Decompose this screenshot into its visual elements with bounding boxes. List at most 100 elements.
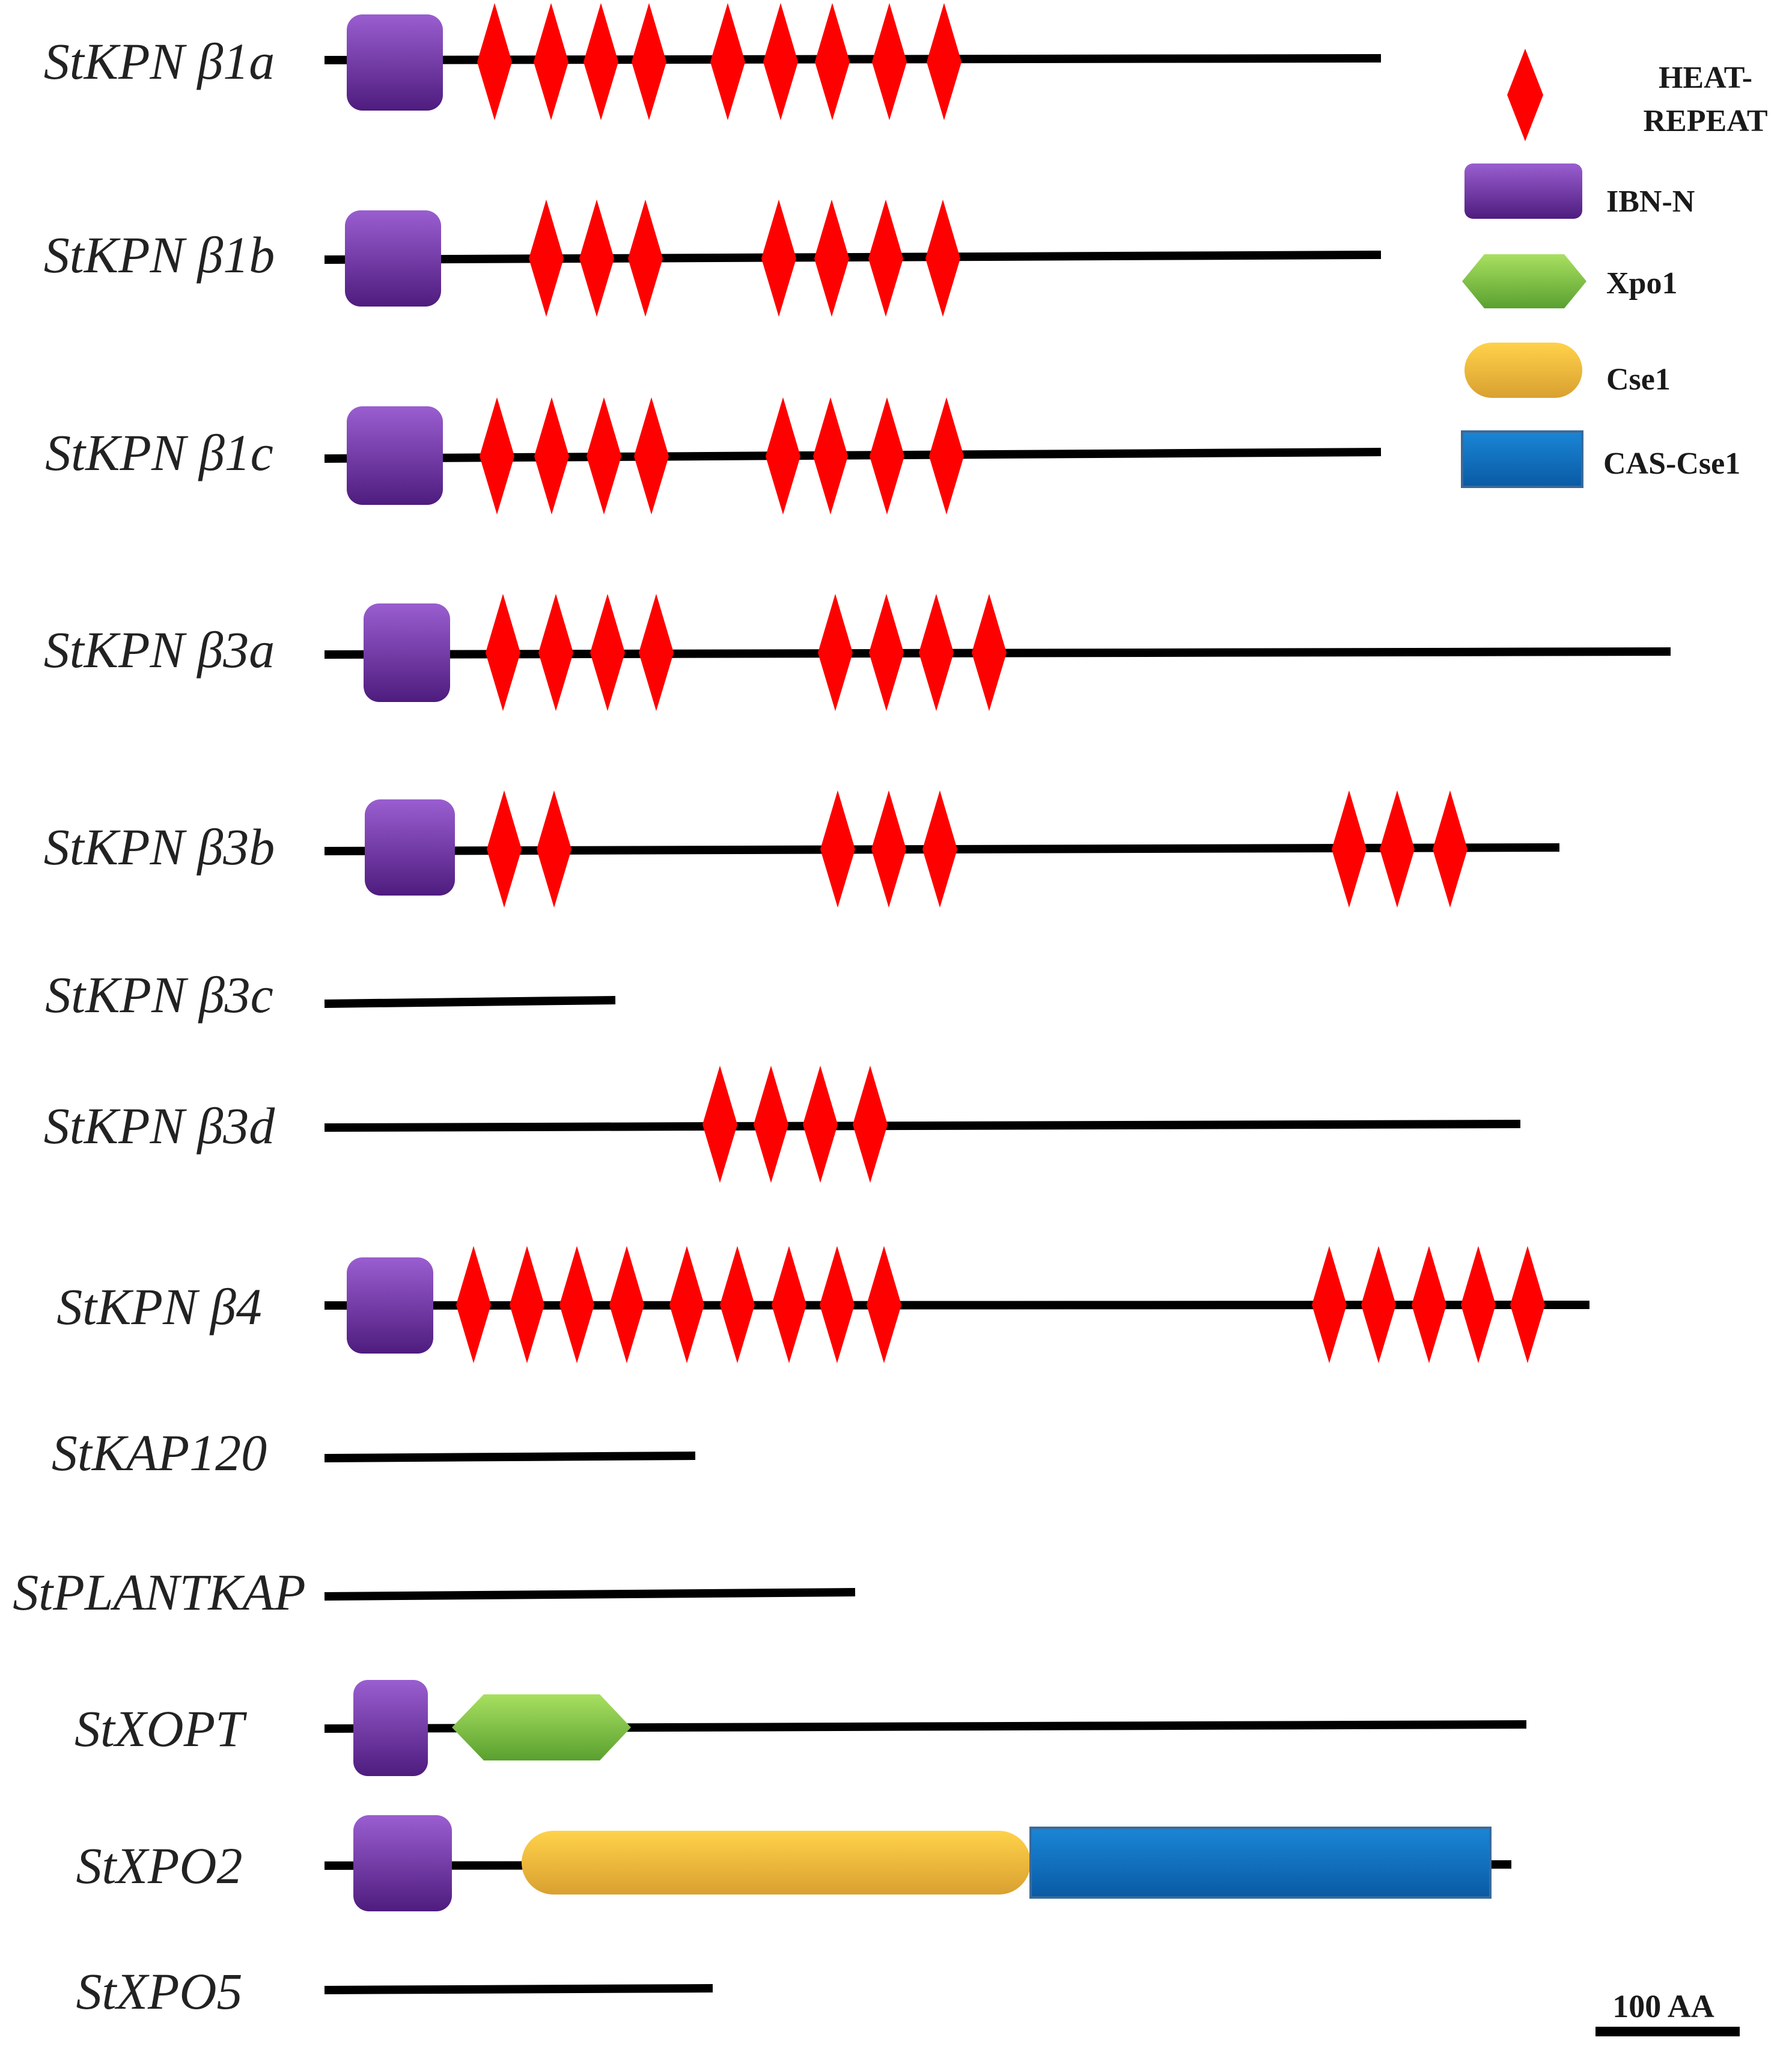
- legend-heat-repeat-line2: REPEAT: [1643, 104, 1767, 138]
- heat-repeat-diamond: [456, 1246, 491, 1363]
- heat-repeat-diamond: [868, 200, 903, 317]
- protein-name-stxpo5: StXPO5: [76, 1962, 242, 2020]
- heat-repeat-diamond: [487, 790, 522, 908]
- protein-name-stkpnb1c: StKPN β1c: [45, 424, 273, 481]
- legend-cse1-label: Cse1: [1606, 362, 1671, 397]
- ibn-n-domain: [347, 1257, 433, 1354]
- protein-name-stkpnb4: StKPN β4: [56, 1278, 261, 1336]
- scale-bar-label: 100 AA: [1612, 1988, 1714, 2024]
- heat-repeat-group: [456, 3, 1545, 1363]
- heat-repeat-diamond: [919, 594, 954, 711]
- heat-repeat-diamond: [628, 200, 663, 317]
- heat-repeat-diamond: [534, 397, 569, 514]
- heat-repeat-diamond: [632, 3, 666, 120]
- heat-repeat-diamond: [929, 397, 964, 514]
- heat-repeat-diamond: [1380, 790, 1415, 908]
- ibn-n-domain: [365, 799, 455, 896]
- protein-name-stkpnb3d: StKPN β3d: [44, 1097, 275, 1155]
- heat-repeat-diamond: [584, 3, 618, 120]
- legend-xpo1-swatch: [1462, 254, 1586, 308]
- heat-repeat-diamond: [1461, 1246, 1496, 1363]
- heat-repeat-diamond: [590, 594, 625, 711]
- heat-repeat-diamond: [710, 3, 745, 120]
- heat-repeat-diamond: [872, 3, 907, 120]
- legend: HEAT- REPEAT IBN-N Xpo1 Cse1 CAS-Cse1: [1461, 49, 1768, 488]
- ibn-n-domain: [353, 1815, 452, 1911]
- backbone-stkpnb1b: [324, 251, 1382, 264]
- heat-repeat-diamond: [972, 594, 1007, 711]
- heat-repeat-diamond: [815, 3, 850, 120]
- heat-repeat-diamond: [609, 1246, 644, 1363]
- heat-repeat-diamond: [510, 1246, 544, 1363]
- heat-repeat-diamond: [754, 1066, 788, 1183]
- heat-repeat-diamond: [818, 594, 853, 711]
- heat-repeat-diamond: [763, 3, 798, 120]
- heat-repeat-diamond: [559, 1246, 594, 1363]
- heat-repeat-diamond: [1312, 1246, 1347, 1363]
- protein-name-stkpnb3b: StKPN β3b: [44, 818, 275, 876]
- heat-repeat-diamond: [766, 397, 800, 514]
- heat-repeat-diamond: [813, 397, 848, 514]
- protein-name-stkpnb1b: StKPN β1b: [44, 226, 275, 284]
- heat-repeat-diamond: [870, 397, 904, 514]
- heat-repeat-diamond: [925, 200, 960, 317]
- backbone-stkap120: [324, 1452, 696, 1462]
- heat-repeat-diamond: [480, 397, 514, 514]
- heat-repeat-diamond: [477, 3, 512, 120]
- protein-name-stkpnb1a: StKPN β1a: [44, 32, 275, 90]
- ibn-n-domain: [345, 210, 441, 307]
- backbone-stplantkap: [324, 1588, 856, 1601]
- protein-name-stxpo2: StXPO2: [76, 1837, 242, 1895]
- backbone-stkpnb3c: [324, 996, 616, 1008]
- heat-repeat-diamond: [1361, 1246, 1396, 1363]
- heat-repeat-diamond: [761, 200, 796, 317]
- scale-bar: 100 AA: [1595, 1988, 1740, 2036]
- heat-repeat-diamond: [538, 594, 573, 711]
- heat-repeat-diamond: [853, 1066, 888, 1183]
- heat-repeat-diamond: [820, 1246, 855, 1363]
- heat-repeat-diamond: [922, 790, 957, 908]
- heat-repeat-diamond: [587, 397, 621, 514]
- legend-cse1-swatch: [1464, 343, 1582, 398]
- heat-repeat-diamond: [814, 200, 849, 317]
- heat-repeat-diamond: [529, 200, 564, 317]
- heat-repeat-diamond: [772, 1246, 806, 1363]
- heat-repeat-diamond: [871, 790, 906, 908]
- legend-heat-repeat-line1: HEAT-: [1659, 61, 1752, 95]
- heat-repeat-diamond: [820, 790, 855, 908]
- heat-repeat-diamond: [1412, 1246, 1446, 1363]
- heat-repeat-diamond: [867, 1246, 901, 1363]
- ibn-n-domain: [353, 1680, 428, 1776]
- heat-repeat-diamond: [486, 594, 520, 711]
- ibn-n-domain: [347, 14, 443, 111]
- ibn-n-domain: [347, 406, 443, 505]
- backbone-stxpo5: [324, 1984, 713, 1994]
- protein-name-stkpnb3a: StKPN β3a: [44, 621, 275, 679]
- heat-repeat-diamond: [534, 3, 568, 120]
- heat-repeat-diamond: [927, 3, 962, 120]
- heat-repeat-diamond: [1332, 790, 1367, 908]
- backbone-stkpnb3d: [324, 1120, 1521, 1132]
- legend-xpo1-label: Xpo1: [1606, 266, 1677, 301]
- legend-cas-cse1-label: CAS-Cse1: [1603, 447, 1740, 481]
- protein-name-stplantkap: StPLANTKAP: [13, 1563, 305, 1621]
- xpo1-domain: [452, 1694, 631, 1760]
- heat-repeat-diamond: [639, 594, 674, 711]
- protein-name-stkpnb3c: StKPN β3c: [45, 966, 273, 1024]
- heat-repeat-diamond: [702, 1066, 737, 1183]
- heat-repeat-diamond: [634, 397, 669, 514]
- heat-repeat-diamond: [669, 1246, 704, 1363]
- ibn-n-domain: [364, 603, 450, 702]
- cas-cse1-domain: [1029, 1827, 1492, 1899]
- legend-cas-cse1-swatch: [1461, 430, 1583, 488]
- heat-repeat-diamond: [1510, 1246, 1545, 1363]
- heat-repeat-diamond: [1433, 790, 1467, 908]
- heat-repeat-diamond: [537, 790, 571, 908]
- heat-repeat-diamond: [869, 594, 904, 711]
- heat-repeat-diamond: [579, 200, 614, 317]
- heat-repeat-diamond: [803, 1066, 838, 1183]
- legend-ibn-n-label: IBN-N: [1606, 185, 1695, 219]
- legend-heat-repeat-swatch: [1507, 49, 1543, 141]
